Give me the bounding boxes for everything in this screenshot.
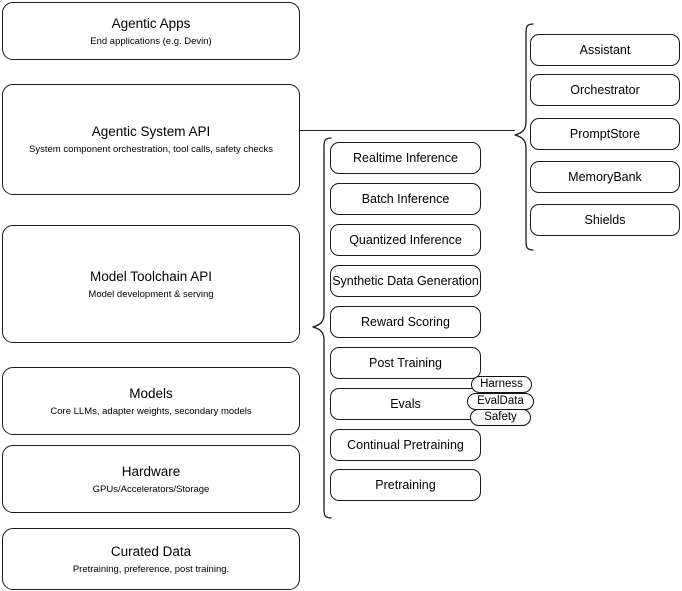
capability-box-post-training[interactable]: Post Training (330, 347, 481, 379)
toolchain-brace (312, 137, 332, 519)
layer-title: Agentic System API (91, 124, 211, 139)
agentic-brace (514, 23, 534, 251)
layer-title: Curated Data (110, 543, 192, 559)
capability-box-pretraining[interactable]: Pretraining (330, 469, 481, 501)
pill-label: Safety (484, 410, 517, 423)
capability-label: Realtime Inference (353, 150, 458, 165)
layer-title: Agentic Apps (111, 15, 191, 31)
layer-subtitle: GPUs/Accelerators/Storage (92, 483, 210, 495)
layer-title: Model Toolchain API (89, 268, 213, 284)
layer-box-agentic-system-api[interactable]: Agentic System API System component orch… (2, 84, 300, 195)
component-label: Assistant (579, 42, 631, 57)
component-label: PromptStore (569, 126, 641, 141)
pill-label: EvalData (477, 394, 524, 407)
agentic-component-box-memorybank[interactable]: MemoryBank (530, 161, 680, 193)
capability-label: Continual Pretraining (347, 437, 464, 452)
layer-title: Models (129, 385, 173, 401)
layer-subtitle: Model development & serving (88, 288, 214, 300)
capability-box-reward-scoring[interactable]: Reward Scoring (330, 306, 481, 338)
component-label: Shields (584, 212, 626, 227)
agentic-component-box-assistant[interactable]: Assistant (530, 34, 680, 66)
capability-box-evals[interactable]: Evals (330, 388, 481, 420)
agentic-component-box-orchestrator[interactable]: Orchestrator (530, 74, 680, 106)
layer-box-agentic-apps[interactable]: Agentic Apps End applications (e.g. Devi… (2, 2, 300, 60)
capability-label: Synthetic Data Generation (332, 273, 479, 288)
layer-title: Hardware (121, 463, 181, 479)
pill-label: Harness (480, 377, 523, 390)
capability-label: Evals (390, 396, 421, 411)
capability-box-continual-pretraining[interactable]: Continual Pretraining (330, 429, 481, 461)
capability-box-quantized-inference[interactable]: Quantized Inference (330, 224, 481, 256)
evals-pill-evaldata[interactable]: EvalData (467, 393, 534, 410)
component-label: MemoryBank (568, 169, 642, 184)
capability-box-batch-inference[interactable]: Batch Inference (330, 183, 481, 215)
layer-subtitle: System component orchestration, tool cal… (29, 144, 273, 155)
agentic-component-box-shields[interactable]: Shields (530, 204, 680, 236)
evals-pill-harness[interactable]: Harness (471, 376, 532, 393)
capability-label: Reward Scoring (361, 314, 450, 329)
capability-box-realtime-inference[interactable]: Realtime Inference (330, 142, 481, 174)
capability-label: Quantized Inference (349, 232, 462, 247)
layer-box-curated-data[interactable]: Curated Data Pretraining, preference, po… (2, 528, 300, 590)
capability-label: Pretraining (375, 477, 436, 492)
capability-label: Post Training (369, 355, 442, 370)
layer-box-hardware[interactable]: Hardware GPUs/Accelerators/Storage (2, 445, 300, 513)
capability-label: Batch Inference (361, 191, 450, 206)
layer-subtitle: End applications (e.g. Devin) (90, 35, 212, 47)
layer-box-models[interactable]: Models Core LLMs, adapter weights, secon… (2, 367, 300, 435)
evals-pill-safety[interactable]: Safety (470, 409, 531, 426)
layer-subtitle: Pretraining, preference, post training. (72, 563, 230, 575)
layer-box-model-toolchain-api[interactable]: Model Toolchain API Model development & … (2, 225, 300, 343)
horizontal-connector (300, 130, 515, 131)
capability-box-synthetic-data-generation[interactable]: Synthetic Data Generation (330, 265, 481, 297)
layer-subtitle: Core LLMs, adapter weights, secondary mo… (50, 405, 252, 417)
agentic-component-box-promptstore[interactable]: PromptStore (530, 118, 680, 150)
component-label: Orchestrator (570, 82, 640, 97)
